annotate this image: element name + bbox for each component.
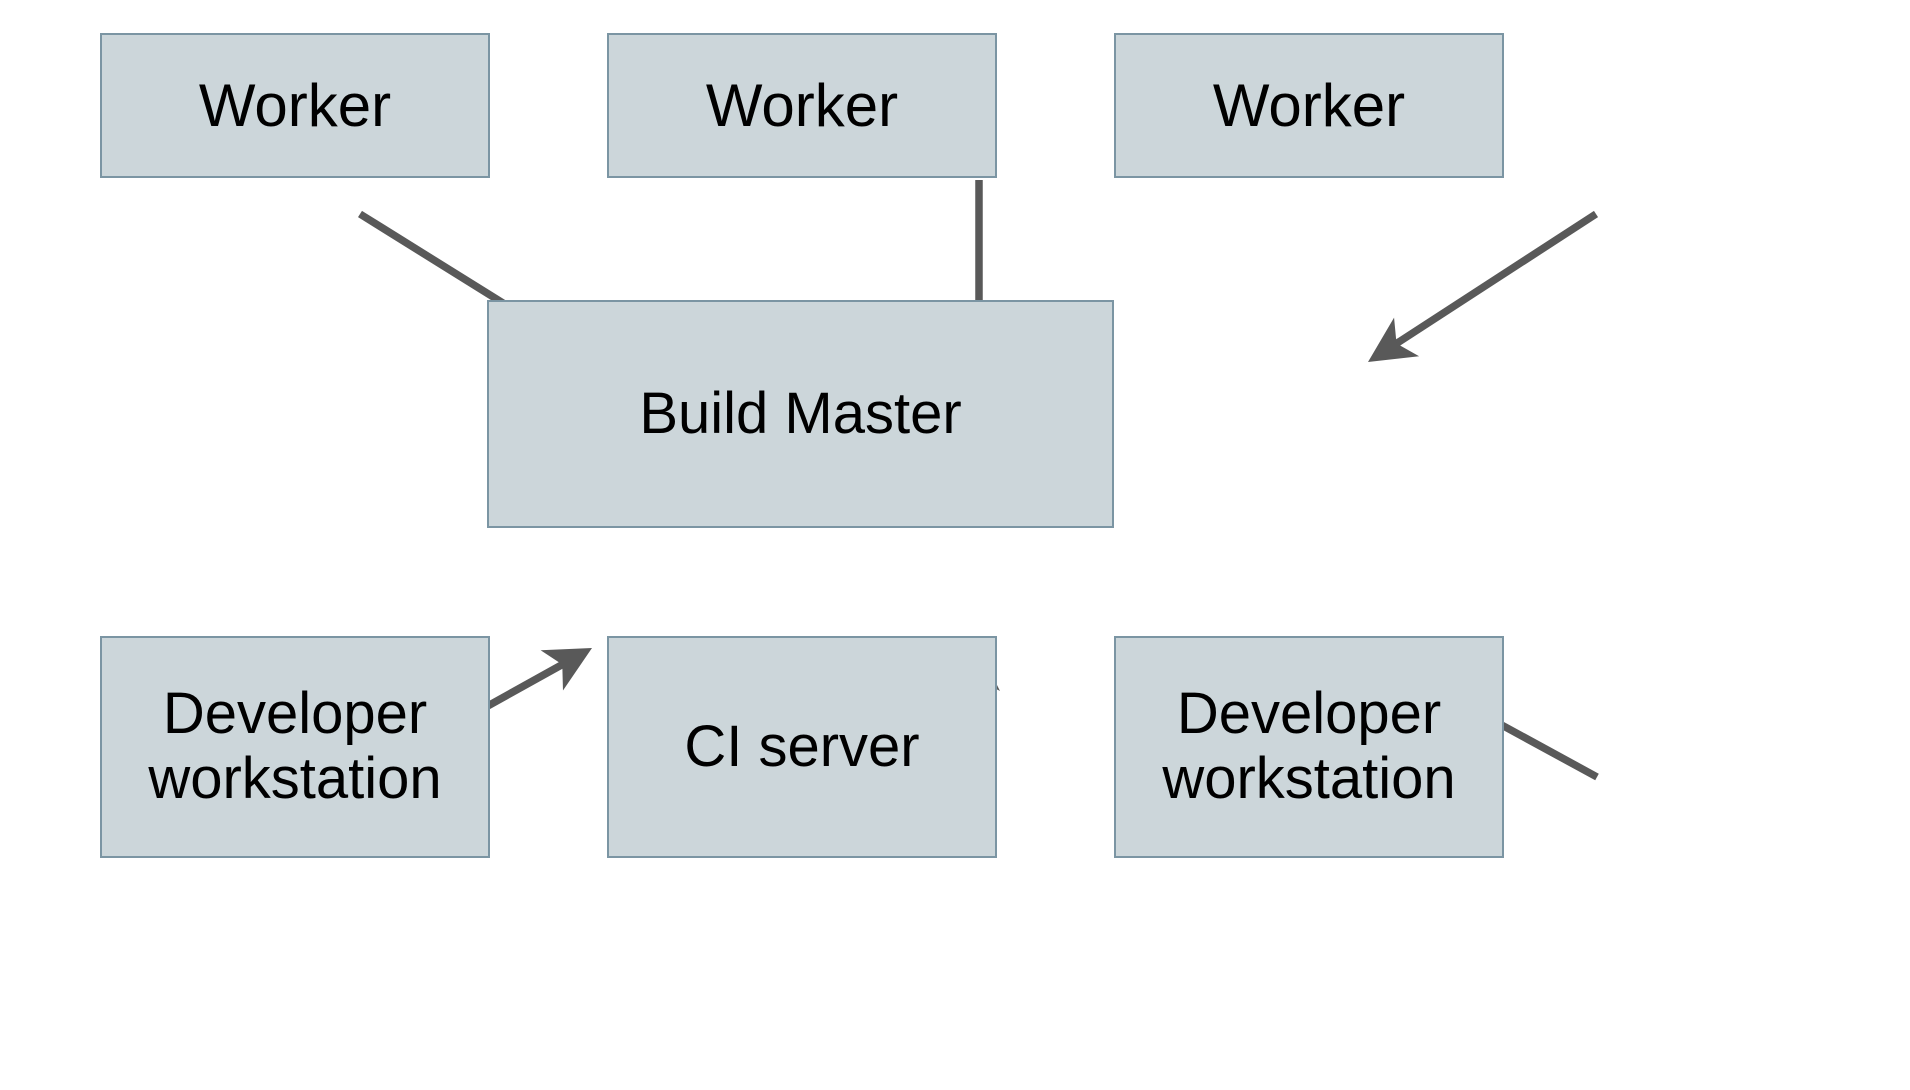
- node-worker-3[interactable]: Worker: [1114, 33, 1504, 178]
- node-ci-server-label: CI server: [684, 713, 920, 779]
- node-developer-workstation-left[interactable]: Developer workstation: [100, 636, 490, 858]
- node-worker-3-label: Worker: [1212, 71, 1406, 139]
- node-build-master[interactable]: Build Master: [487, 300, 1114, 528]
- node-worker-1-label: Worker: [198, 71, 392, 139]
- node-developer-workstation-left-label: Developer workstation: [148, 681, 442, 811]
- node-worker-1[interactable]: Worker: [100, 33, 490, 178]
- edge-arrowhead: [1368, 317, 1420, 362]
- edge-arrowhead: [540, 648, 592, 691]
- node-build-master-label: Build Master: [639, 380, 962, 446]
- node-worker-2[interactable]: Worker: [607, 33, 997, 178]
- node-developer-workstation-right[interactable]: Developer workstation: [1114, 636, 1504, 858]
- node-developer-workstation-right-label: Developer workstation: [1162, 681, 1456, 811]
- node-ci-server[interactable]: CI server: [607, 636, 997, 858]
- edge-worker3-to-master: [1368, 210, 1599, 362]
- node-worker-2-label: Worker: [705, 71, 899, 139]
- edge-shaft: [1392, 210, 1599, 348]
